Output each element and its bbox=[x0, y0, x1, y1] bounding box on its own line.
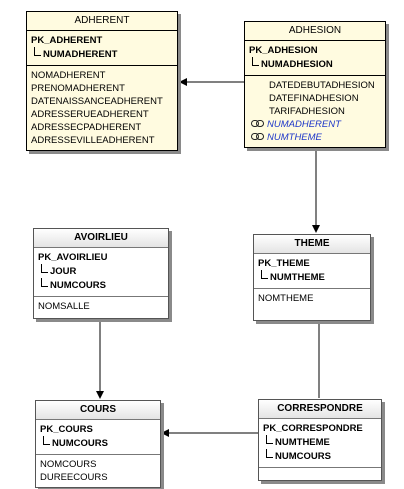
entity-correspondre[interactable]: CORRESPONDRE PK_CORRESPONDRE NUMTHEME NU… bbox=[258, 399, 382, 481]
attribute: NOMADHERENT bbox=[31, 70, 106, 81]
primary-key-column-label: NUMADHESION bbox=[261, 59, 333, 70]
tree-connector-icon bbox=[261, 270, 268, 279]
primary-key-column: JOUR bbox=[38, 264, 164, 278]
primary-key-name: PK_ADHESION bbox=[249, 45, 318, 56]
entity-title: ADHESION bbox=[245, 22, 385, 41]
entity-cours[interactable]: COURS PK_COURS NUMCOURS NOMCOURS DUREECO… bbox=[35, 400, 161, 488]
attribute: DATENAISSANCEADHERENT bbox=[31, 96, 163, 107]
primary-key-name: PK_THEME bbox=[258, 258, 310, 269]
primary-key-block: PK_CORRESPONDRE NUMTHEME NUMCOURS bbox=[259, 419, 381, 467]
primary-key-column-label: NUMCOURS bbox=[52, 438, 108, 449]
primary-key-column: NUMCOURS bbox=[263, 449, 377, 463]
attribute-list: DATEDEBUTADHESION DATEFINADHESION TARIFA… bbox=[245, 76, 385, 147]
attribute: TARIFADHESION bbox=[251, 105, 381, 118]
tree-connector-icon bbox=[43, 436, 50, 445]
foreign-key-attribute: NUMADHERENT bbox=[251, 118, 381, 131]
entity-title: ADHERENT bbox=[27, 12, 177, 31]
foreign-key-label: NUMADHERENT bbox=[267, 119, 341, 130]
attribute: DATEFINADHESION bbox=[251, 92, 381, 105]
attribute-list: NOMADHERENT PRENOMADHERENT DATENAISSANCE… bbox=[27, 66, 177, 150]
foreign-key-link-icon bbox=[251, 119, 264, 128]
foreign-key-attribute: NUMTHEME bbox=[251, 131, 381, 144]
attribute-list: NOMSALLE bbox=[34, 297, 168, 318]
primary-key-block: PK_COURS NUMCOURS bbox=[36, 420, 160, 455]
primary-key-column-label: NUMADHERENT bbox=[43, 49, 118, 60]
tree-connector-icon bbox=[266, 449, 273, 458]
primary-key-block: PK_ADHESION NUMADHESION bbox=[245, 41, 385, 76]
primary-key-column: NUMCOURS bbox=[40, 436, 156, 450]
entity-title: COURS bbox=[36, 401, 160, 420]
attribute: NOMTHEME bbox=[258, 293, 314, 304]
primary-key-column-label: NUMCOURS bbox=[275, 451, 331, 462]
entity-title: AVOIRLIEU bbox=[34, 229, 168, 248]
entity-adherent[interactable]: ADHERENT PK_ADHERENT NUMADHERENT NOMADHE… bbox=[26, 11, 178, 151]
primary-key-name: PK_CORRESPONDRE bbox=[263, 423, 363, 434]
attribute: ADRESSECPADHERENT bbox=[31, 122, 142, 133]
attribute-list-empty bbox=[259, 467, 381, 480]
primary-key-column: NUMTHEME bbox=[263, 435, 377, 449]
entity-title: THEME bbox=[254, 235, 370, 254]
primary-key-column-label: NUMTHEME bbox=[275, 437, 330, 448]
attribute: NOMSALLE bbox=[38, 301, 90, 312]
attribute: DATEDEBUTADHESION bbox=[251, 79, 381, 92]
primary-key-name: PK_COURS bbox=[40, 424, 93, 435]
primary-key-column: NUMADHERENT bbox=[31, 47, 173, 61]
tree-connector-icon bbox=[41, 278, 48, 287]
tree-connector-icon bbox=[266, 435, 273, 444]
attribute-list: NOMTHEME bbox=[254, 289, 370, 320]
primary-key-column: NUMTHEME bbox=[258, 270, 366, 284]
primary-key-block: PK_ADHERENT NUMADHERENT bbox=[27, 31, 177, 66]
primary-key-name: PK_AVOIRLIEU bbox=[38, 252, 108, 263]
entity-title: CORRESPONDRE bbox=[259, 400, 381, 419]
primary-key-name: PK_ADHERENT bbox=[31, 35, 103, 46]
primary-key-column-label: JOUR bbox=[50, 266, 77, 277]
entity-avoirlieu[interactable]: AVOIRLIEU PK_AVOIRLIEU JOUR NUMCOURS NOM… bbox=[33, 228, 169, 319]
primary-key-column: NUMADHESION bbox=[249, 57, 381, 71]
attribute-label: TARIFADHESION bbox=[269, 106, 345, 117]
primary-key-column-label: NUMTHEME bbox=[270, 272, 325, 283]
attribute: DUREECOURS bbox=[40, 472, 108, 483]
entity-adhesion[interactable]: ADHESION PK_ADHESION NUMADHESION DATEDEB… bbox=[244, 21, 386, 148]
attribute: PRENOMADHERENT bbox=[31, 83, 125, 94]
attribute-list: NOMCOURS DUREECOURS bbox=[36, 455, 160, 487]
entity-theme[interactable]: THEME PK_THEME NUMTHEME NOMTHEME bbox=[253, 234, 371, 321]
primary-key-block: PK_THEME NUMTHEME bbox=[254, 254, 370, 289]
attribute: ADRESSEVILLEADHERENT bbox=[31, 135, 155, 146]
foreign-key-link-icon bbox=[251, 132, 264, 141]
tree-connector-icon bbox=[252, 57, 259, 66]
tree-connector-icon bbox=[41, 264, 48, 273]
foreign-key-label: NUMTHEME bbox=[267, 132, 322, 143]
primary-key-block: PK_AVOIRLIEU JOUR NUMCOURS bbox=[34, 248, 168, 297]
attribute-label: DATEFINADHESION bbox=[269, 93, 359, 104]
attribute: ADRESSERUEADHERENT bbox=[31, 109, 149, 120]
tree-connector-icon bbox=[34, 47, 41, 56]
primary-key-column: NUMCOURS bbox=[38, 278, 164, 292]
primary-key-column-label: NUMCOURS bbox=[50, 280, 106, 291]
attribute-label: DATEDEBUTADHESION bbox=[269, 80, 375, 91]
attribute: NOMCOURS bbox=[40, 459, 97, 470]
